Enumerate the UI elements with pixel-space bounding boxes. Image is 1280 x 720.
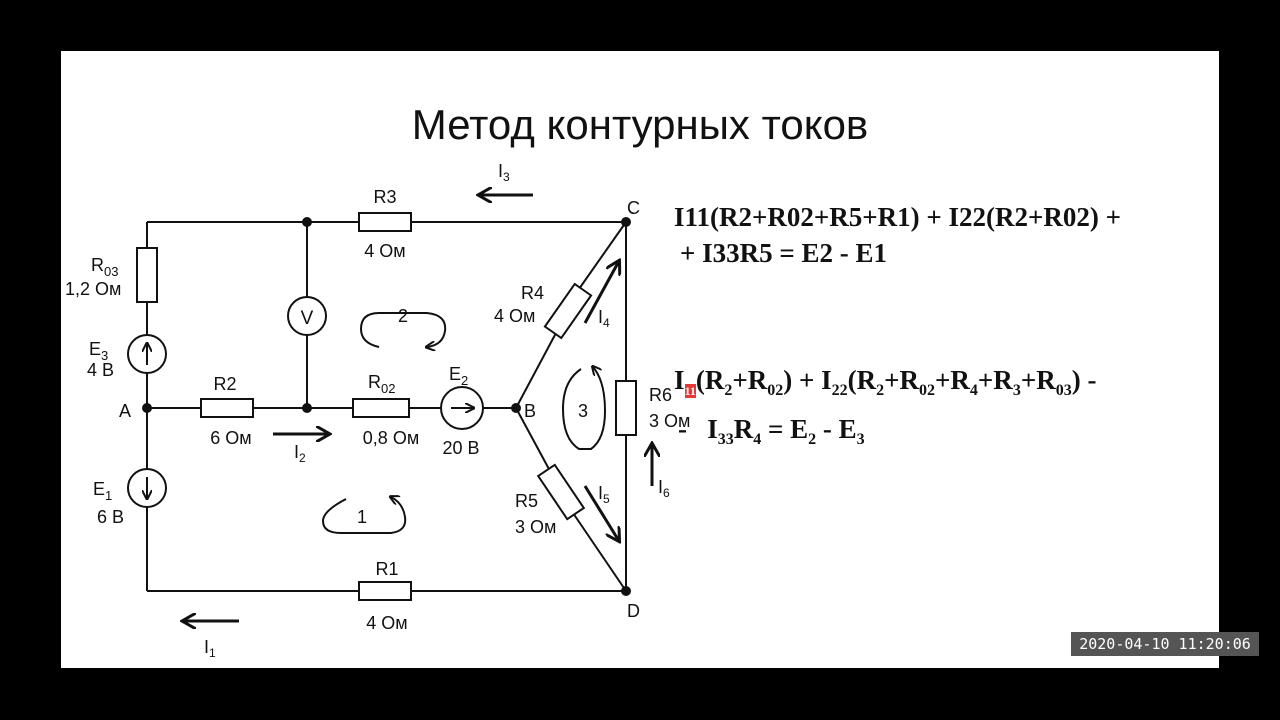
equation-loop-1: I11(R2+R02+R5+R1) + I22(R2+R02) + + I33R…: [674, 199, 1121, 271]
current-i6-label: I6: [658, 477, 670, 500]
current-arrows: [183, 195, 652, 621]
arrow-i5: [583, 485, 619, 541]
source-e1: [127, 468, 167, 508]
equation-1-line-1: I11(R2+R02+R5+R1) + I22(R2+R02) +: [674, 202, 1122, 232]
resistor-r02: [352, 398, 410, 418]
source-e3: [127, 334, 167, 374]
r03-label: R03: [91, 255, 118, 279]
r3-value: 4 Ом: [364, 241, 405, 261]
e3-value: 4 В: [87, 360, 114, 380]
loop-1-arrow: [321, 497, 407, 534]
loop-3-arrow: [561, 367, 607, 450]
r6-label: R6: [649, 385, 672, 405]
loop-1-label: 1: [357, 507, 367, 527]
source-e2: [440, 386, 484, 430]
equation-2-line-2: - I33R4 = E2 - E3: [678, 414, 865, 448]
equation-1-line-2: + I33R5 = E2 - E1: [680, 238, 888, 268]
r02-value: 0,8 Ом: [363, 428, 419, 448]
node-b-label: B: [524, 401, 536, 421]
loop-2-arrow: [359, 312, 447, 347]
node-c-label: C: [627, 198, 640, 218]
voltmeter-label: V: [301, 308, 314, 329]
equation-loop-2: I11(R2+R02) + I22(R2+R02+R4+R3+R03) - - …: [674, 361, 1096, 459]
circuit-diagram: V A B C: [65, 161, 690, 660]
r4-label: R4: [521, 283, 544, 303]
e1-label: E1: [93, 479, 112, 503]
voltmeter: V: [287, 296, 327, 336]
video-timestamp: 2020-04-10 11:20:06: [1071, 632, 1259, 656]
slide: Метод контурных токов: [61, 51, 1219, 668]
slide-title: Метод контурных токов: [411, 101, 869, 148]
current-i1-label: I1: [204, 637, 216, 660]
resistor-r5: [536, 463, 586, 521]
arrow-i4: [583, 261, 619, 324]
e1-value: 6 В: [97, 507, 124, 527]
r02-label: R02: [368, 372, 395, 396]
resistor-r2: [200, 398, 254, 418]
node-d-label: D: [627, 601, 640, 621]
r6-value: 3 Ом: [649, 411, 690, 431]
resistor-r6: [615, 380, 637, 436]
resistor-r1: [358, 581, 412, 601]
resistor-r03: [136, 247, 158, 303]
r5-label: R5: [515, 491, 538, 511]
current-i4-label: I4: [598, 307, 610, 330]
e3-label: E3: [89, 339, 108, 363]
r3-label: R3: [373, 187, 396, 207]
r5-value: 3 Ом: [515, 517, 556, 537]
e2-label: E2: [449, 364, 468, 388]
junction-dots: [142, 217, 631, 596]
e2-value: 20 В: [442, 438, 479, 458]
r2-value: 6 Ом: [210, 428, 251, 448]
current-i2-label: I2: [294, 442, 306, 465]
r4-value: 4 Ом: [494, 306, 535, 326]
node-a-label: A: [119, 401, 131, 421]
resistor-r4: [543, 282, 593, 340]
current-i3-label: I3: [498, 161, 510, 184]
equation-2-line-1: I11(R2+R02) + I22(R2+R02+R4+R3+R03) -: [674, 365, 1097, 399]
r2-label: R2: [213, 374, 236, 394]
r1-value: 4 Ом: [366, 613, 407, 633]
r1-label: R1: [375, 559, 398, 579]
loop-3-label: 3: [578, 401, 588, 421]
resistor-r3: [358, 212, 412, 232]
loop-2-label: 2: [398, 306, 408, 326]
loop-arrows: [321, 312, 607, 534]
circuit-labels: A B C D R03 1,2 Ом R3 4 Ом R2 6 Ом R02 0…: [65, 161, 690, 660]
current-i5-label: I5: [598, 483, 610, 506]
r03-value: 1,2 Ом: [65, 279, 121, 299]
